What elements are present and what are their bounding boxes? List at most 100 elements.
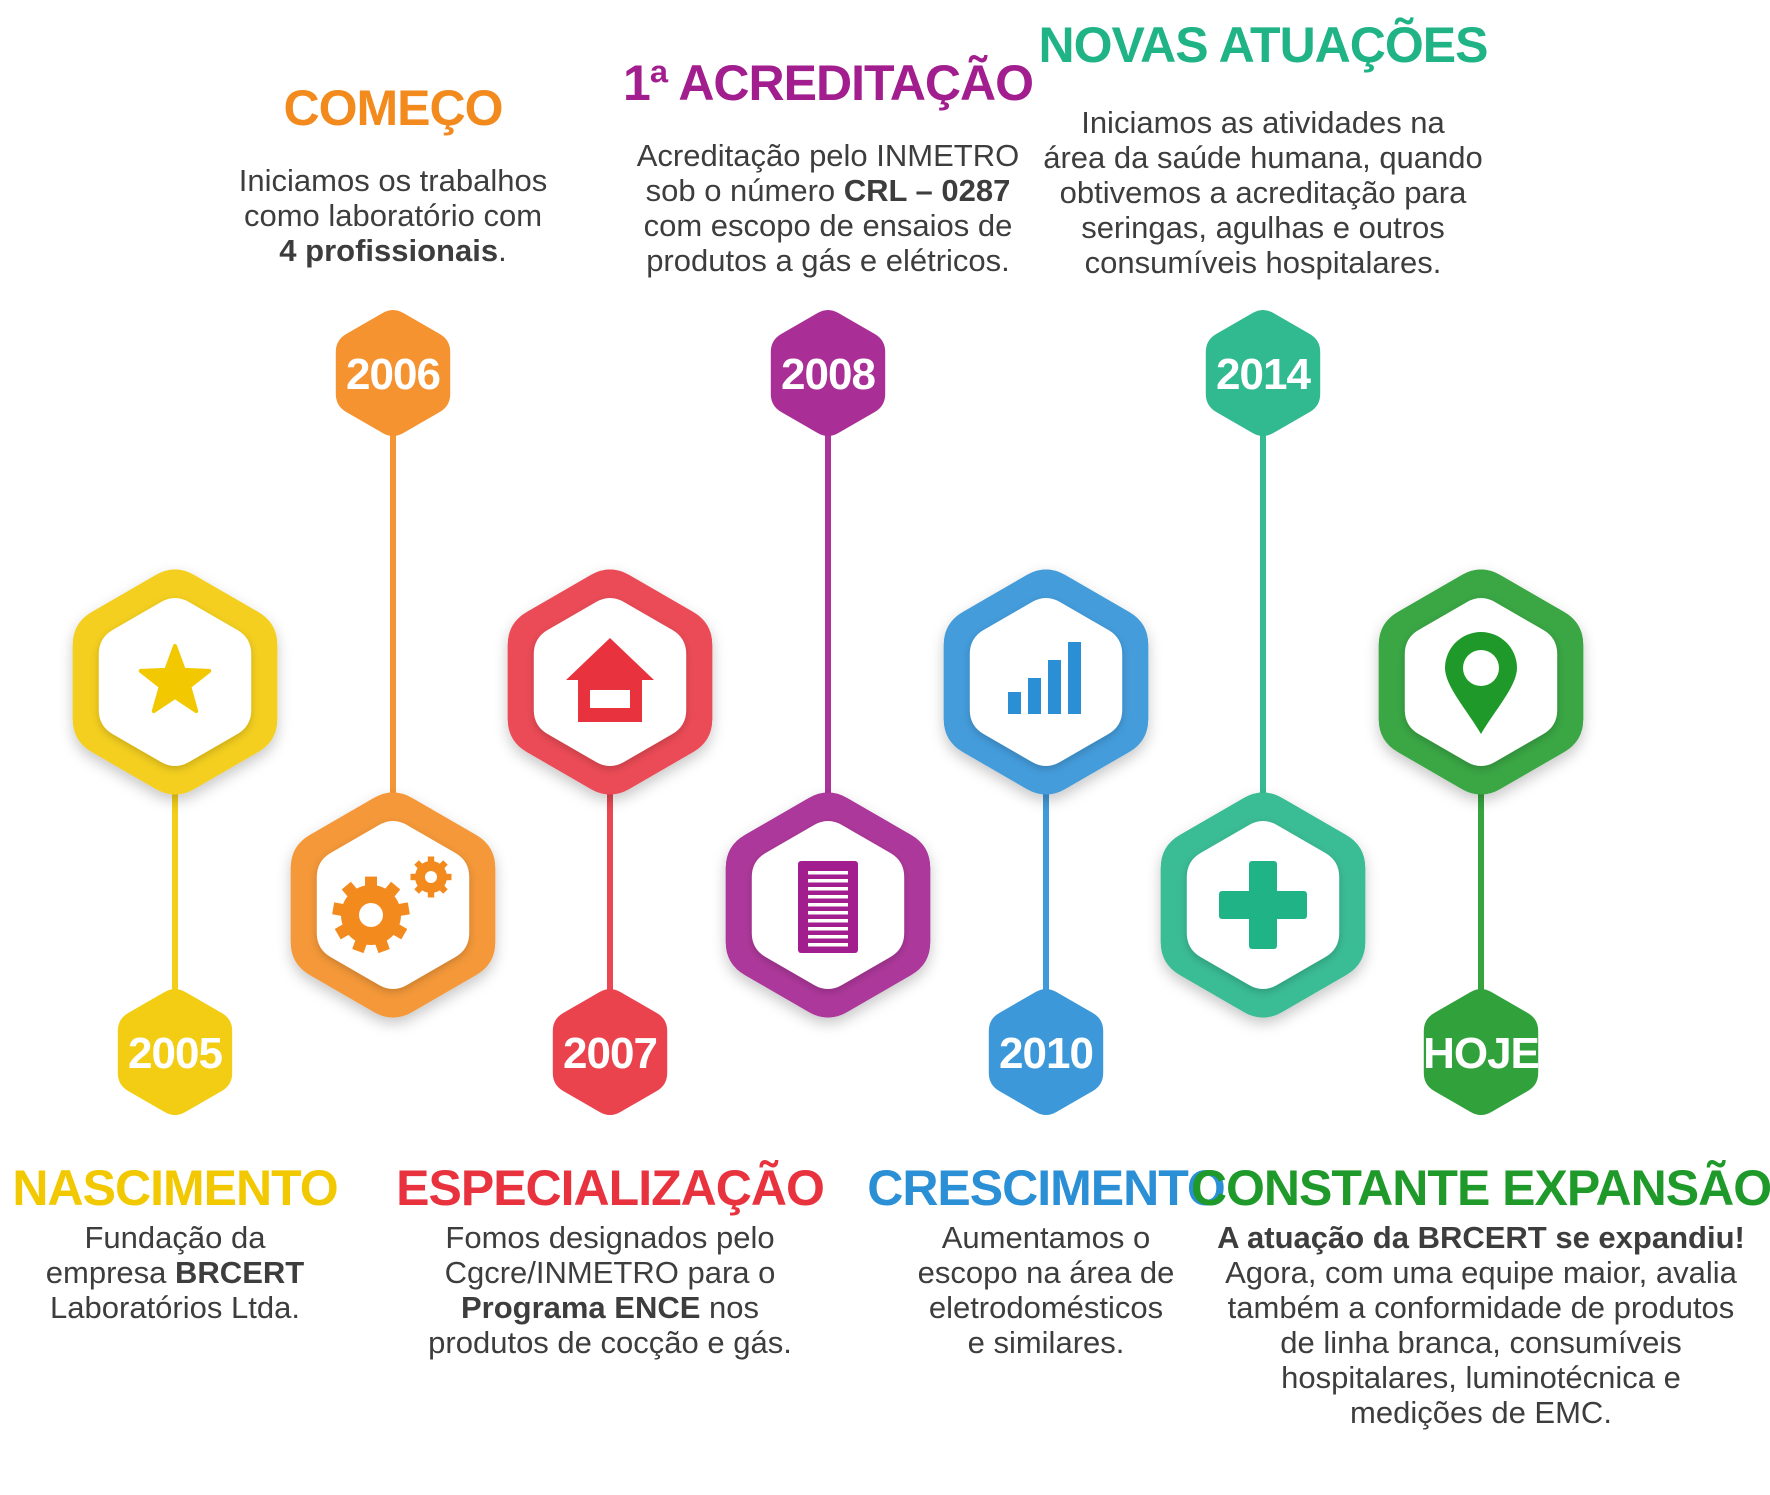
description-text: . xyxy=(498,233,507,268)
bar-chart-icon xyxy=(1008,642,1081,714)
description-line: Fomos designados pelo xyxy=(400,1220,820,1255)
year-badge: 2008 xyxy=(770,310,886,436)
milestone-title: 1ª ACREDITAÇÃO xyxy=(623,55,1033,111)
year-label: HOJE xyxy=(1423,1029,1539,1078)
description-text: como laboratório com xyxy=(243,198,543,233)
milestone-hexagon xyxy=(725,792,931,1018)
milestone-title: NASCIMENTO xyxy=(12,1160,337,1216)
milestone-hexagon xyxy=(72,569,278,795)
description-line: Programa ENCE nos xyxy=(400,1290,820,1325)
description-text: Acreditação pelo INMETRO xyxy=(636,138,1020,173)
description-line: como laboratório com xyxy=(198,198,588,233)
milestone-title: COMEÇO xyxy=(284,80,503,136)
year-badge: 2014 xyxy=(1205,310,1321,436)
description-text: área da saúde humana, quando xyxy=(1043,140,1483,175)
milestone-title: CONSTANTE EXPANSÃO xyxy=(1191,1160,1770,1216)
milestone-title: NOVAS ATUAÇÕES xyxy=(1039,16,1488,73)
description-line: 4 profissionais. xyxy=(198,233,588,268)
description-text: empresa xyxy=(45,1255,176,1290)
milestone-title: ESPECIALIZAÇÃO xyxy=(396,1160,824,1216)
description-text: produtos a gás e elétricos. xyxy=(646,243,1010,278)
milestone-hexagon xyxy=(1378,569,1584,795)
title-prefix: 1ª xyxy=(623,55,678,111)
milestone-hexagon xyxy=(507,569,713,795)
description-text: Iniciamos os trabalhos xyxy=(238,163,548,198)
year-label: 2008 xyxy=(781,350,875,399)
description-line: produtos a gás e elétricos. xyxy=(618,243,1038,278)
description-line: hospitalares, luminotécnica e xyxy=(1201,1360,1761,1395)
description-text: Cgcre/INMETRO para o xyxy=(444,1255,776,1290)
description-text: seringas, agulhas e outros xyxy=(1081,210,1445,245)
star-icon xyxy=(138,644,212,714)
description-line: seringas, agulhas e outros xyxy=(1028,210,1498,245)
description-text: e similares. xyxy=(967,1325,1125,1360)
description-line: com escopo de ensaios de xyxy=(618,208,1038,243)
year-badge: 2006 xyxy=(335,310,451,436)
gears-icon xyxy=(332,856,452,954)
description-text: de linha branca, consumíveis xyxy=(1280,1325,1682,1360)
description-line: Laboratórios Ltda. xyxy=(10,1290,340,1325)
description-line: consumíveis hospitalares. xyxy=(1028,245,1498,280)
year-badge: 2007 xyxy=(552,989,668,1115)
description-line: Acreditação pelo INMETRO xyxy=(618,138,1038,173)
description-line: produtos de cocção e gás. xyxy=(400,1325,820,1360)
milestone-hexagon xyxy=(943,569,1149,795)
description-text: sob o número xyxy=(645,173,844,208)
description-line: eletrodomésticos xyxy=(886,1290,1206,1325)
description-line: também a conformidade de produtos xyxy=(1201,1290,1761,1325)
description-text: Laboratórios Ltda. xyxy=(50,1290,300,1325)
milestone-hexagon xyxy=(1160,792,1366,1018)
description-text: Fomos designados pelo xyxy=(445,1220,775,1255)
description-line: Iniciamos os trabalhos xyxy=(198,163,588,198)
description-line: obtivemos a acreditação para xyxy=(1028,175,1498,210)
description-text: com escopo de ensaios de xyxy=(643,208,1013,243)
description-line: empresa BRCERT xyxy=(10,1255,340,1290)
milestone-hexagon xyxy=(290,792,496,1018)
description-text: consumíveis hospitalares. xyxy=(1084,245,1442,280)
description-line: sob o número CRL – 0287 xyxy=(618,173,1038,208)
year-badge: 2010 xyxy=(988,989,1104,1115)
title-text: NASCIMENTO xyxy=(12,1160,337,1216)
description-line: Aumentamos o xyxy=(886,1220,1206,1255)
description-line: Agora, com uma equipe maior, avalia xyxy=(1201,1255,1761,1290)
description-line: Fundação da xyxy=(10,1220,340,1255)
milestone-title: CRESCIMENTO xyxy=(867,1160,1225,1216)
medical-cross-icon xyxy=(1219,861,1307,949)
description-text: nos xyxy=(700,1290,760,1325)
description-text: Agora, com uma equipe maior, avalia xyxy=(1225,1255,1737,1290)
description-line: Iniciamos as atividades na xyxy=(1028,105,1498,140)
title-text: COMEÇO xyxy=(284,80,503,136)
house-icon xyxy=(566,638,654,722)
description-line: de linha branca, consumíveis xyxy=(1201,1325,1761,1360)
description-text: hospitalares, luminotécnica e xyxy=(1281,1360,1681,1395)
description-text: Aumentamos o xyxy=(941,1220,1151,1255)
title-text: CONSTANTE EXPANSÃO xyxy=(1191,1160,1770,1216)
year-label: 2005 xyxy=(128,1029,222,1078)
description-line: e similares. xyxy=(886,1325,1206,1360)
title-text: ACREDITAÇÃO xyxy=(678,55,1033,111)
description-text: Iniciamos as atividades na xyxy=(1081,105,1445,140)
year-label: 2006 xyxy=(346,350,440,399)
description-bold-text: Programa ENCE xyxy=(460,1290,701,1325)
description-text: produtos de cocção e gás. xyxy=(428,1325,792,1360)
document-icon xyxy=(798,861,858,953)
year-label: 2007 xyxy=(563,1029,657,1078)
description-bold-text: A atuação da BRCERT se expandiu! xyxy=(1217,1220,1745,1255)
description-bold-text: BRCERT xyxy=(175,1255,305,1290)
description-text: Fundação da xyxy=(84,1220,266,1255)
description-text: escopo na área de xyxy=(917,1255,1175,1290)
milestone-description: A atuação da BRCERT se expandiu!Agora, c… xyxy=(1201,1220,1761,1430)
year-label: 2014 xyxy=(1216,350,1311,399)
description-line: A atuação da BRCERT se expandiu! xyxy=(1201,1220,1761,1255)
description-text: também a conformidade de produtos xyxy=(1227,1290,1735,1325)
description-text: obtivemos a acreditação para xyxy=(1059,175,1467,210)
description-line: Cgcre/INMETRO para o xyxy=(400,1255,820,1290)
year-badge: 2005 xyxy=(117,989,233,1115)
